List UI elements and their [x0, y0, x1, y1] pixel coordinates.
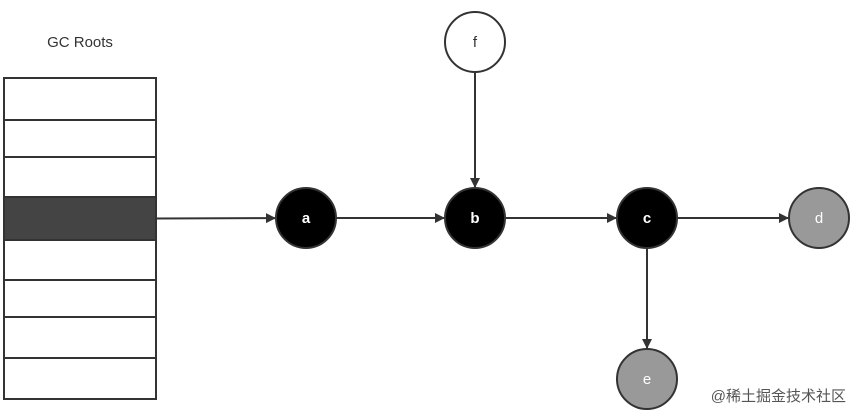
gc-root-slot	[3, 239, 157, 281]
gc-root-slot	[3, 119, 157, 158]
object-nodes: a b c d e f	[275, 11, 850, 410]
gc-roots-stack	[3, 77, 157, 400]
node-b-label: b	[470, 210, 479, 227]
node-f-circle	[444, 11, 506, 73]
node-c: c	[616, 187, 678, 249]
gc-root-slot-highlighted	[3, 196, 157, 241]
node-b-circle	[444, 187, 506, 249]
node-b: b	[444, 187, 506, 249]
gc-root-slot	[3, 77, 157, 121]
node-e: e	[616, 348, 678, 410]
node-d-label: d	[815, 210, 823, 227]
node-d-circle	[788, 187, 850, 249]
node-c-circle	[616, 187, 678, 249]
node-f: f	[444, 11, 506, 73]
node-e-label: e	[643, 371, 651, 388]
node-a: a	[275, 187, 337, 249]
node-f-label: f	[473, 34, 478, 51]
node-c-label: c	[643, 210, 651, 227]
gc-root-slot	[3, 357, 157, 400]
gc-root-slot	[3, 156, 157, 198]
node-e-circle	[616, 348, 678, 410]
gc-root-slot	[3, 279, 157, 318]
gc-root-slot	[3, 316, 157, 359]
gc-roots-title: GC Roots	[47, 34, 113, 51]
reference-edges	[155, 72, 789, 349]
node-a-circle	[275, 187, 337, 249]
watermark-text: @稀土掘金技术社区	[710, 388, 846, 405]
node-a-label: a	[302, 210, 311, 227]
node-d: d	[788, 187, 850, 249]
